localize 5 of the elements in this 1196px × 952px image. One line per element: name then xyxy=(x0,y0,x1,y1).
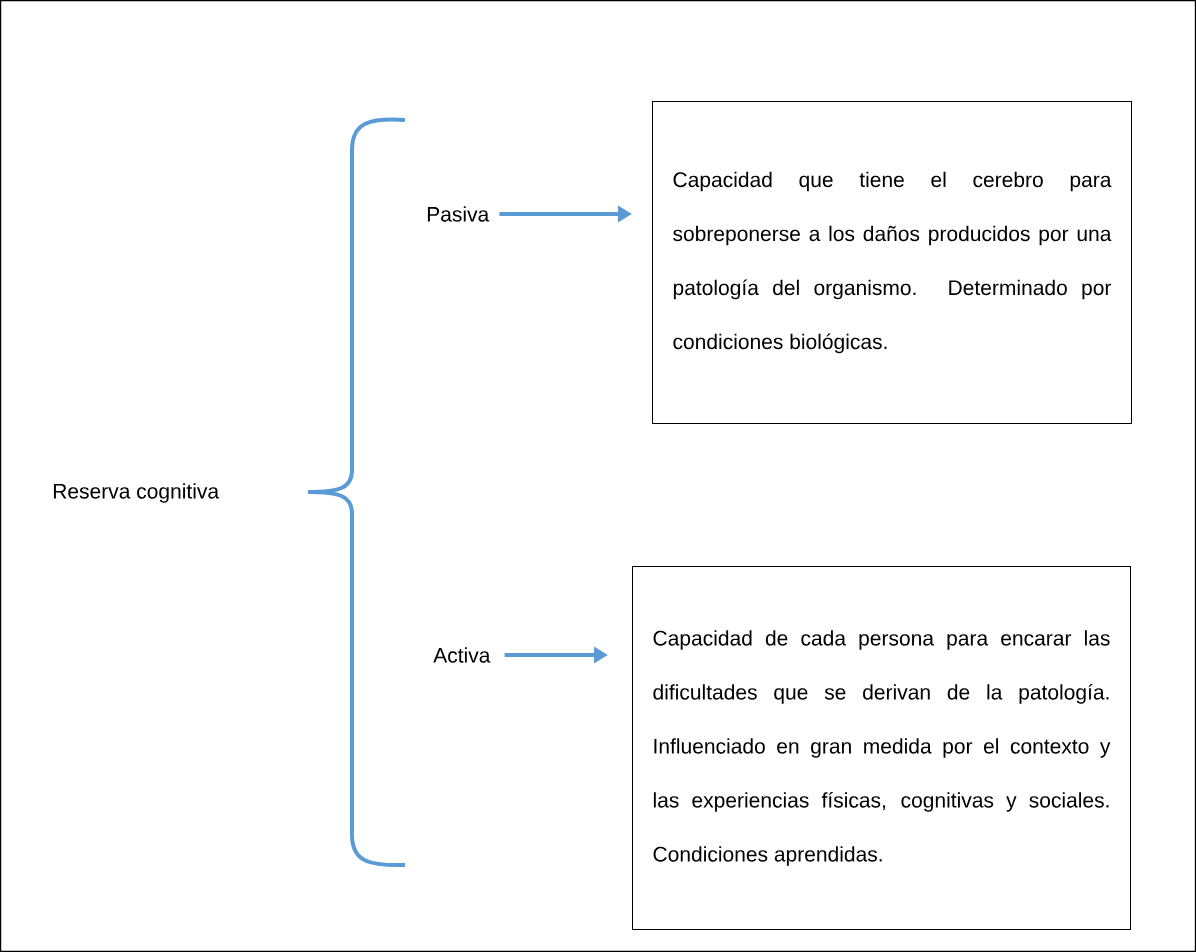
label-text: Reserva cognitiva xyxy=(53,483,220,503)
text-box: Capacidad de cada persona para encarar las dificultades que se derivan de la patología. Influenciado en gran medida por el contexto y las experiencias físicas, cognitivas y sociales. Condiciones aprendidas. xyxy=(632,566,1131,930)
label-text: Pasiva xyxy=(427,206,490,222)
text-box: Capacidad que tiene el cerebro para sobreponerse a los daños producidos por una patología del organismo. Determinado por condiciones biológicas. xyxy=(652,101,1132,424)
label-text: Activa xyxy=(433,647,491,663)
